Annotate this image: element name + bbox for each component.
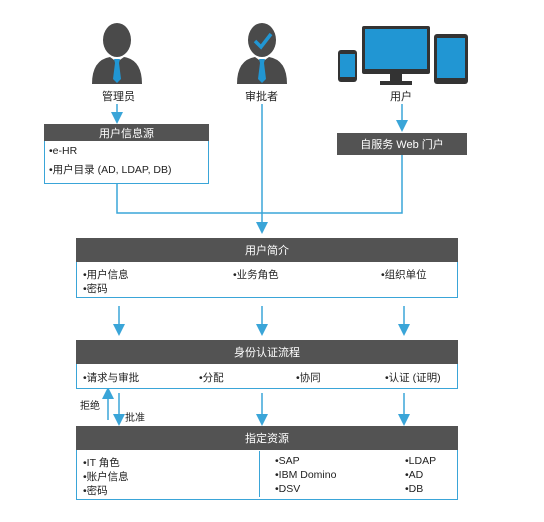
source-item-ehr: •e-HR <box>49 145 78 157</box>
res-right-db: •DB <box>405 483 424 495</box>
resources-divider <box>259 451 260 497</box>
line-source-to-merge <box>116 183 262 214</box>
approve-label: 批准 <box>125 413 145 424</box>
res-left-it-role: •IT 角色 <box>83 457 120 469</box>
auth-item-request-approval: •请求与审批 <box>83 372 140 384</box>
assigned-resources-box: •IT 角色 •账户信息 •密码 •SAP •IBM Domino •DSV •… <box>76 448 458 500</box>
approver-label: 审批者 <box>245 91 278 103</box>
auth-item-assign: •分配 <box>199 372 224 384</box>
reject-label: 拒绝 <box>80 401 100 412</box>
profile-item-password: •密码 <box>83 283 108 295</box>
auth-flow-title: 身份认证流程 <box>76 340 458 364</box>
res-mid-sap: •SAP <box>275 455 300 467</box>
auth-item-collaborate: •协同 <box>296 372 321 384</box>
res-left-password: •密码 <box>83 485 108 497</box>
assigned-resources-title: 指定资源 <box>76 426 458 450</box>
user-profile-box: •用户信息 •密码 •业务角色 •组织单位 <box>76 260 458 298</box>
res-right-ldap: •LDAP <box>405 455 437 467</box>
user-info-source-box: •e-HR •用户目录 (AD, LDAP, DB) <box>44 138 209 184</box>
res-mid-ibm-domino: •IBM Domino <box>275 469 337 481</box>
auth-item-certify: •认证 (证明) <box>385 372 441 384</box>
res-left-account-info: •账户信息 <box>83 471 129 483</box>
user-profile-title: 用户简介 <box>76 238 458 262</box>
user-info-source-title: 用户信息源 <box>44 124 209 141</box>
line-portal-to-merge <box>262 155 403 214</box>
res-right-ad: •AD <box>405 469 424 481</box>
devices-icon <box>338 26 468 85</box>
profile-item-org-unit: •组织单位 <box>381 269 427 281</box>
admin-person-icon <box>92 23 142 84</box>
user-label: 用户 <box>390 91 412 103</box>
source-item-directory: •用户目录 (AD, LDAP, DB) <box>49 164 172 176</box>
admin-label: 管理员 <box>102 91 135 103</box>
self-service-portal: 自服务 Web 门户 <box>337 133 467 155</box>
profile-item-user-info: •用户信息 <box>83 269 129 281</box>
approver-person-check-icon <box>237 23 287 84</box>
profile-item-business-role: •业务角色 <box>233 269 279 281</box>
res-mid-dsv: •DSV <box>275 483 301 495</box>
auth-flow-box: •请求与审批 •分配 •协同 •认证 (证明) <box>76 362 458 389</box>
